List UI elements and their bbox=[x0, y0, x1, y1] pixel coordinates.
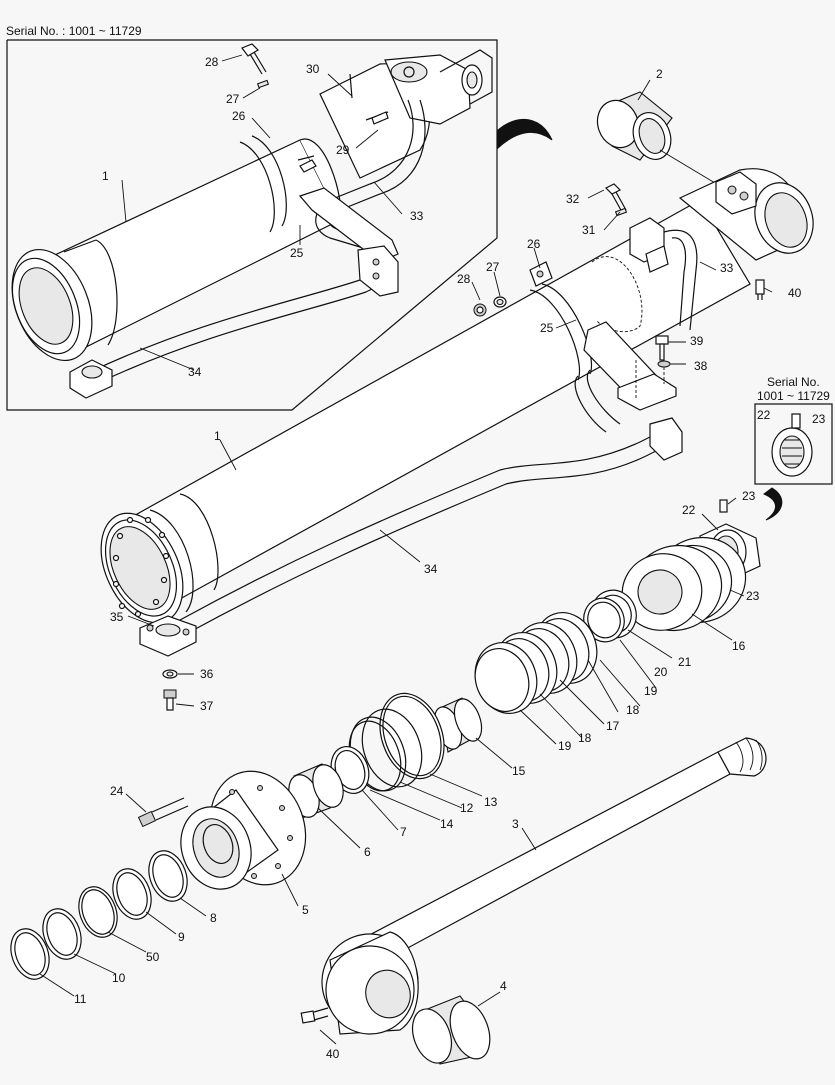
callout-23a: 23 bbox=[812, 412, 826, 426]
callout-inset-25: 25 bbox=[290, 246, 304, 260]
callout-19b: 19 bbox=[558, 739, 572, 753]
callout-28: 28 bbox=[457, 272, 471, 286]
callout-inset-1: 1 bbox=[102, 169, 109, 183]
leader-lines bbox=[39, 189, 773, 1045]
inset-cylinder-head bbox=[319, 49, 493, 179]
callout-17: 17 bbox=[606, 719, 620, 733]
piston-rod-3-icon bbox=[321, 737, 767, 1035]
callout-34: 34 bbox=[424, 562, 438, 576]
callout-11: 11 bbox=[74, 992, 87, 1006]
main-cylinder-barrel bbox=[100, 199, 751, 624]
callout-26: 26 bbox=[527, 237, 541, 251]
callout-3: 3 bbox=[512, 817, 519, 831]
callout-38: 38 bbox=[694, 359, 708, 373]
callout-inset-34: 34 bbox=[188, 365, 202, 379]
piston-16-icon bbox=[621, 536, 747, 632]
bolt-37-icon bbox=[163, 689, 177, 711]
ring-9-icon bbox=[112, 868, 152, 920]
serial-number-label: Serial No. : 1001 ~ 11729 bbox=[6, 24, 142, 38]
ring-11-icon bbox=[10, 928, 50, 980]
callout-14: 14 bbox=[440, 817, 454, 831]
wear-rings-17-19-icon bbox=[474, 612, 598, 714]
washer-38-icon bbox=[657, 360, 671, 368]
washer-36-icon bbox=[162, 669, 178, 679]
callout-inset-27: 27 bbox=[226, 92, 240, 106]
callout-12: 12 bbox=[460, 801, 474, 815]
bolt-28-icon bbox=[473, 303, 487, 317]
callout-10: 10 bbox=[112, 971, 126, 985]
callout-40b: 40 bbox=[326, 1047, 340, 1061]
clamp-26-icon bbox=[529, 261, 553, 287]
callout-6: 6 bbox=[364, 845, 371, 859]
inset-bolt-28-icon bbox=[241, 43, 267, 75]
callout-5: 5 bbox=[302, 903, 309, 917]
callout-31: 31 bbox=[582, 223, 596, 237]
callout-18b: 18 bbox=[578, 731, 592, 745]
callout-19a: 19 bbox=[644, 684, 658, 698]
callout-inset-28: 28 bbox=[205, 55, 219, 69]
callout-25: 25 bbox=[540, 321, 554, 335]
callout-32: 32 bbox=[566, 192, 580, 206]
ring-10-icon bbox=[42, 908, 82, 960]
callout-22a: 22 bbox=[757, 408, 771, 422]
pipe-34 bbox=[179, 369, 683, 635]
callout-7: 7 bbox=[400, 825, 407, 839]
grease-nipple-40-icon bbox=[755, 279, 765, 300]
bushing-15-icon bbox=[433, 697, 483, 753]
nut-27-icon bbox=[493, 296, 507, 308]
inset-detail-box: 28 27 30 26 29 1 33 25 34 bbox=[6, 39, 553, 411]
callout-35: 35 bbox=[110, 610, 124, 624]
serial-small-line1: Serial No. bbox=[767, 375, 820, 389]
callout-13: 13 bbox=[484, 795, 498, 809]
callout-inset-33: 33 bbox=[410, 209, 424, 223]
callout-39: 39 bbox=[690, 334, 704, 348]
serial-box-arrow bbox=[763, 487, 783, 521]
callout-33: 33 bbox=[720, 261, 734, 275]
callout-23b: 23 bbox=[742, 489, 756, 503]
bolt-39-icon bbox=[655, 335, 669, 361]
callout-4: 4 bbox=[500, 979, 507, 993]
callout-16: 16 bbox=[732, 639, 746, 653]
serial-detail-box: Serial No. 1001 ~ 11729 bbox=[754, 375, 833, 521]
callout-22b: 22 bbox=[682, 503, 696, 517]
callout-9: 9 bbox=[178, 930, 185, 944]
ring-50-icon bbox=[78, 886, 118, 938]
callout-21: 21 bbox=[678, 655, 692, 669]
ring-8-icon bbox=[148, 850, 188, 902]
bolt-32-icon bbox=[604, 183, 627, 213]
callout-inset-30: 30 bbox=[306, 62, 320, 76]
setscrew-23a-icon bbox=[719, 499, 728, 513]
callout-23c: 23 bbox=[746, 589, 760, 603]
bushing-4-icon bbox=[411, 995, 491, 1065]
callout-50: 50 bbox=[146, 950, 160, 964]
callout-37: 37 bbox=[200, 699, 214, 713]
callout-2: 2 bbox=[656, 67, 663, 81]
rod-cover-5-icon bbox=[180, 770, 307, 890]
callout-27: 27 bbox=[486, 260, 500, 274]
inset-arrow bbox=[497, 119, 553, 150]
callout-1: 1 bbox=[214, 429, 221, 443]
callout-36: 36 bbox=[200, 667, 214, 681]
callout-15: 15 bbox=[512, 764, 526, 778]
callout-inset-26: 26 bbox=[232, 109, 246, 123]
grease-nipple-40b-icon bbox=[300, 1007, 329, 1024]
serial-small-line2: 1001 ~ 11729 bbox=[757, 389, 830, 403]
callout-40a: 40 bbox=[788, 286, 802, 300]
pipe-33 bbox=[663, 229, 698, 331]
callout-8: 8 bbox=[210, 911, 217, 925]
part-2-bushing: 2 bbox=[596, 67, 721, 187]
bolt-24-icon bbox=[137, 797, 189, 828]
main-cylinder-head bbox=[629, 168, 814, 273]
callout-20: 20 bbox=[654, 665, 668, 679]
callout-24: 24 bbox=[110, 784, 124, 798]
callout-inset-29: 29 bbox=[336, 143, 350, 157]
callout-18a: 18 bbox=[626, 703, 640, 717]
